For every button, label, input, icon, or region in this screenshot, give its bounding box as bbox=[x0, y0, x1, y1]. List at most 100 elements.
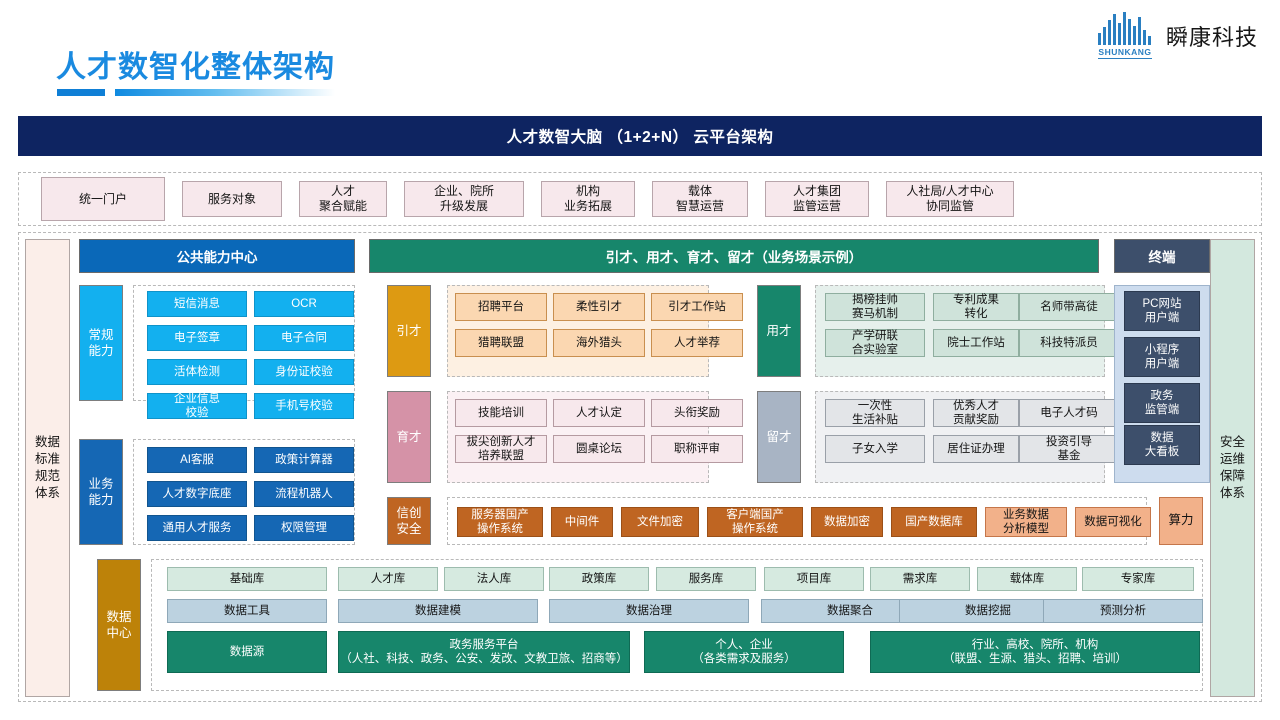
public-tile-business[interactable]: 通用人才服务 bbox=[147, 515, 247, 541]
public-tile-business[interactable]: 政策计算器 bbox=[254, 447, 354, 473]
xinchuang-tile[interactable]: 国产数据库 bbox=[891, 507, 977, 537]
public-group-label-business: 业务能力 bbox=[79, 439, 123, 545]
scenario-tile[interactable]: 居住证办理 bbox=[933, 435, 1019, 463]
service-object-chip[interactable]: 企业、院所升级发展 bbox=[404, 181, 524, 217]
scenario-tile[interactable]: 拔尖创新人才培养联盟 bbox=[455, 435, 547, 463]
data-library-tile[interactable]: 载体库 bbox=[977, 567, 1077, 591]
service-object-chip[interactable]: 人才集团监管运营 bbox=[765, 181, 869, 217]
scenario-tile[interactable]: 柔性引才 bbox=[553, 293, 645, 321]
public-group-box-business bbox=[133, 439, 355, 545]
platform-banner-title: 人才数智大脑 （1+2+N） 云平台架构 bbox=[18, 116, 1262, 156]
architecture-frame: 数据标准规范体系 安全运维保障体系 公共能力中心 引才、用才、育才、留才（业务场… bbox=[18, 232, 1262, 702]
public-tile-regular[interactable]: OCR bbox=[254, 291, 354, 317]
scenario-tile[interactable]: 揭榜挂帅赛马机制 bbox=[825, 293, 925, 321]
data-library-tile[interactable]: 政策库 bbox=[549, 567, 649, 591]
scenario-tile[interactable]: 海外猎头 bbox=[553, 329, 645, 357]
public-tile-business[interactable]: 流程机器人 bbox=[254, 481, 354, 507]
header-public-capability-center: 公共能力中心 bbox=[79, 239, 355, 273]
header-terminal: 终端 bbox=[1114, 239, 1210, 273]
scenario-tile[interactable]: 一次性生活补贴 bbox=[825, 399, 925, 427]
header-business-scenarios: 引才、用才、育才、留才（业务场景示例） bbox=[369, 239, 1099, 273]
data-library-tile[interactable]: 法人库 bbox=[444, 567, 544, 591]
service-object-chip[interactable]: 统一门户 bbox=[41, 177, 165, 221]
scenario-tile[interactable]: 技能培训 bbox=[455, 399, 547, 427]
scenario-tile[interactable]: 圆桌论坛 bbox=[553, 435, 645, 463]
public-tile-business[interactable]: AI客服 bbox=[147, 447, 247, 473]
public-tile-regular[interactable]: 身份证校验 bbox=[254, 359, 354, 385]
service-object-chip[interactable]: 人社局/人才中心协同监管 bbox=[886, 181, 1014, 217]
xinchuang-tile[interactable]: 数据加密 bbox=[811, 507, 883, 537]
service-object-row: 统一门户服务对象人才聚合赋能企业、院所升级发展机构业务拓展载体智慧运营人才集团监… bbox=[18, 172, 1262, 226]
xinchuang-tile[interactable]: 文件加密 bbox=[621, 507, 699, 537]
public-tile-regular[interactable]: 短信消息 bbox=[147, 291, 247, 317]
terminal-tile[interactable]: 小程序用户端 bbox=[1124, 337, 1200, 377]
public-tile-business[interactable]: 权限管理 bbox=[254, 515, 354, 541]
scenario-tile[interactable]: 职称评审 bbox=[651, 435, 743, 463]
data-tool-tile[interactable]: 数据治理 bbox=[549, 599, 749, 623]
terminal-tile[interactable]: 政务监管端 bbox=[1124, 383, 1200, 423]
scenario-tile[interactable]: 投资引导基金 bbox=[1019, 435, 1119, 463]
page-title: 人才数智化整体架构 bbox=[56, 51, 335, 84]
scenario-tile[interactable]: 电子人才码 bbox=[1019, 399, 1119, 427]
scenario-label-1: 用才 bbox=[757, 285, 801, 377]
brand-logo: SHUNKANG 瞬康科技 bbox=[1096, 12, 1258, 60]
title-underline-accent bbox=[57, 89, 335, 96]
data-library-tile[interactable]: 基础库 bbox=[167, 567, 327, 591]
scenario-tile[interactable]: 招聘平台 bbox=[455, 293, 547, 321]
right-band-security-ops: 安全运维保障体系 bbox=[1210, 239, 1255, 697]
service-object-chip[interactable]: 机构业务拓展 bbox=[541, 181, 635, 217]
scenario-label-0: 引才 bbox=[387, 285, 431, 377]
public-tile-regular[interactable]: 电子签章 bbox=[147, 325, 247, 351]
data-library-tile[interactable]: 项目库 bbox=[764, 567, 864, 591]
scenario-tile[interactable]: 名师带高徒 bbox=[1019, 293, 1119, 321]
data-center-label: 数据中心 bbox=[97, 559, 141, 691]
shunkang-waveform-icon: SHUNKANG bbox=[1096, 12, 1154, 60]
data-library-tile[interactable]: 需求库 bbox=[870, 567, 970, 591]
scenario-tile[interactable]: 猎聘联盟 bbox=[455, 329, 547, 357]
scenario-tile[interactable]: 产学研联合实验室 bbox=[825, 329, 925, 357]
brand-name-en: SHUNKANG bbox=[1098, 47, 1152, 59]
xinchuang-tile[interactable]: 服务器国产操作系统 bbox=[457, 507, 543, 537]
scenario-tile[interactable]: 科技特派员 bbox=[1019, 329, 1119, 357]
data-library-tile[interactable]: 专家库 bbox=[1082, 567, 1194, 591]
scenario-tile[interactable]: 头衔奖励 bbox=[651, 399, 743, 427]
terminal-tile[interactable]: 数据大看板 bbox=[1124, 425, 1200, 465]
left-band-data-standard: 数据标准规范体系 bbox=[25, 239, 70, 697]
brand-name-cn: 瞬康科技 bbox=[1165, 25, 1258, 50]
scenario-tile[interactable]: 子女入学 bbox=[825, 435, 925, 463]
data-center-box bbox=[151, 559, 1203, 691]
public-tile-regular[interactable]: 企业信息校验 bbox=[147, 393, 247, 419]
service-object-chip[interactable]: 人才聚合赋能 bbox=[299, 181, 387, 217]
xinchuang-tile[interactable]: 数据可视化 bbox=[1075, 507, 1151, 537]
data-library-tile[interactable]: 服务库 bbox=[656, 567, 756, 591]
data-source-tile[interactable]: 行业、高校、院所、机构（联盟、生源、猎头、招聘、培训） bbox=[870, 631, 1200, 673]
data-source-tile[interactable]: 政务服务平台（人社、科技、政务、公安、发改、文教卫旅、招商等） bbox=[338, 631, 630, 673]
public-tile-regular[interactable]: 电子合同 bbox=[254, 325, 354, 351]
data-library-tile[interactable]: 人才库 bbox=[338, 567, 438, 591]
xinchuang-tile[interactable]: 客户端国产操作系统 bbox=[707, 507, 803, 537]
xinchuang-label: 信创安全 bbox=[387, 497, 431, 545]
scenario-tile[interactable]: 专利成果转化 bbox=[933, 293, 1019, 321]
scenario-tile[interactable]: 院士工作站 bbox=[933, 329, 1019, 357]
scenario-tile[interactable]: 引才工作站 bbox=[651, 293, 743, 321]
terminal-tile[interactable]: PC网站用户端 bbox=[1124, 291, 1200, 331]
public-tile-regular[interactable]: 活体检测 bbox=[147, 359, 247, 385]
scenario-label-2: 育才 bbox=[387, 391, 431, 483]
public-tile-business[interactable]: 人才数字底座 bbox=[147, 481, 247, 507]
scenario-label-3: 留才 bbox=[757, 391, 801, 483]
data-tool-tile[interactable]: 数据建模 bbox=[338, 599, 538, 623]
data-source-tile[interactable]: 数据源 bbox=[167, 631, 327, 673]
public-group-label-regular: 常规能力 bbox=[79, 285, 123, 401]
scenario-tile[interactable]: 人才认定 bbox=[553, 399, 645, 427]
xinchuang-tile[interactable]: 中间件 bbox=[551, 507, 613, 537]
service-object-chip[interactable]: 载体智慧运营 bbox=[652, 181, 748, 217]
data-tool-tile[interactable]: 预测分析 bbox=[1043, 599, 1203, 623]
data-source-tile[interactable]: 个人、企业（各类需求及服务） bbox=[644, 631, 844, 673]
compute-power-tile[interactable]: 算力 bbox=[1159, 497, 1203, 545]
public-tile-regular[interactable]: 手机号校验 bbox=[254, 393, 354, 419]
scenario-tile[interactable]: 人才举荐 bbox=[651, 329, 743, 357]
data-tool-tile[interactable]: 数据工具 bbox=[167, 599, 327, 623]
service-object-chip[interactable]: 服务对象 bbox=[182, 181, 282, 217]
scenario-tile[interactable]: 优秀人才贡献奖励 bbox=[933, 399, 1019, 427]
xinchuang-tile[interactable]: 业务数据分析模型 bbox=[985, 507, 1067, 537]
